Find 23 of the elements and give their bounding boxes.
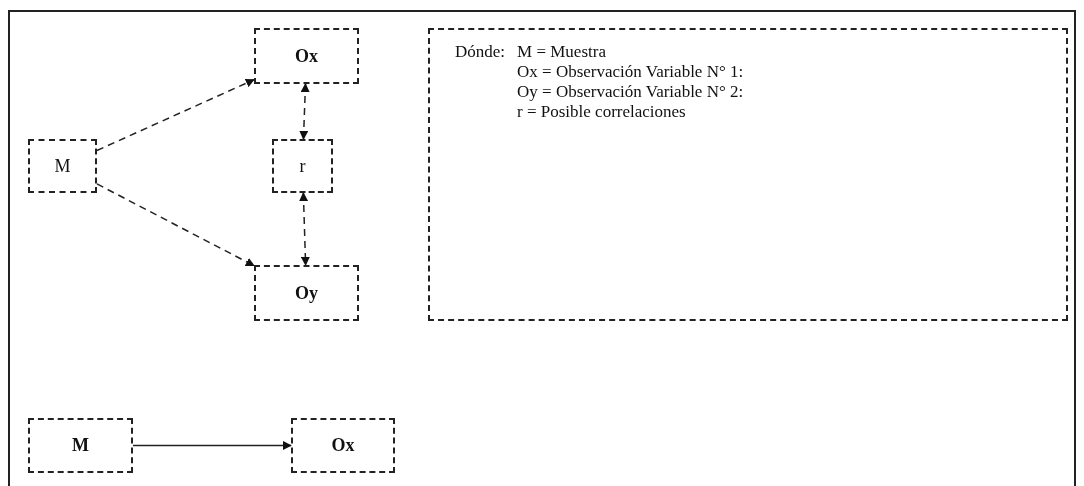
- node-label: Ox: [331, 434, 355, 457]
- arrow: [96, 78, 255, 152]
- dashed-box: [272, 139, 333, 193]
- legend-text: M = Muestra: [517, 42, 607, 62]
- dashed-box: [254, 265, 359, 321]
- legend-text: Dónde:: [455, 42, 506, 62]
- legend-text: r = Posible correlaciones: [517, 102, 687, 122]
- legend-text: Oy = Observación Variable N° 2:: [517, 82, 744, 102]
- arrow: [96, 183, 255, 267]
- dashed-box: [28, 139, 97, 193]
- node-label: M: [72, 434, 89, 457]
- arrow: [299, 192, 310, 266]
- arrow: [132, 441, 292, 450]
- node-label: Oy: [295, 281, 318, 305]
- node-label: Ox: [295, 44, 318, 68]
- arrow: [299, 83, 310, 140]
- dashed-box: [291, 418, 395, 473]
- legend-text: Ox = Observación Variable N° 1:: [517, 62, 744, 82]
- node-label: r: [299, 154, 306, 178]
- dashed-box: [28, 418, 133, 473]
- node-label: M: [54, 154, 71, 178]
- legend-box: [428, 28, 1068, 321]
- dashed-box: [254, 28, 359, 84]
